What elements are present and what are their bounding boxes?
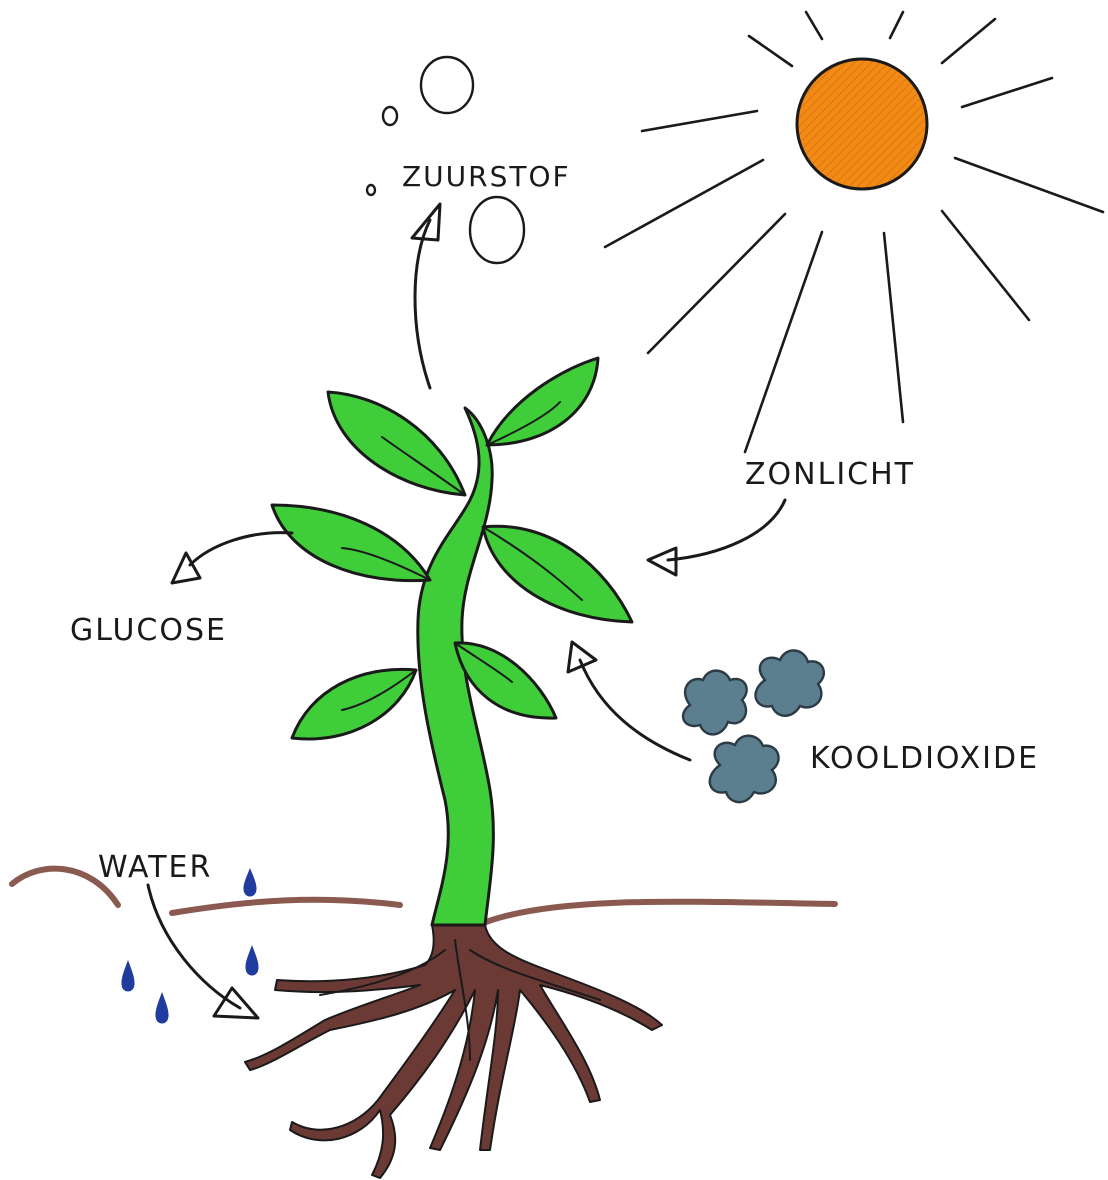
leaf-top-left [328,392,465,495]
leaf-mid-left [272,505,430,581]
sun-icon [605,12,1103,452]
arrow-from-sunlight [648,500,785,575]
roots-icon [245,925,662,1178]
label-carbon-dioxide: KOOLDIOXIDE [810,741,1039,776]
label-water: WATER [98,850,212,885]
sun-disc [797,59,927,189]
arrow-to-oxygen [412,204,440,388]
arrow-from-co2 [568,642,690,760]
label-glucose: GLUCOSE [70,613,227,648]
leaf-top-right [487,358,598,445]
leaf-low-left [292,669,416,739]
label-oxygen: ZUURSTOF [402,160,571,193]
leaf-mid-right [483,526,632,622]
water-drop-icon [121,868,258,1024]
arrow-to-glucose [172,533,292,583]
label-sunlight: ZONLICHT [745,457,915,492]
co2-cloud-icon [683,650,824,802]
